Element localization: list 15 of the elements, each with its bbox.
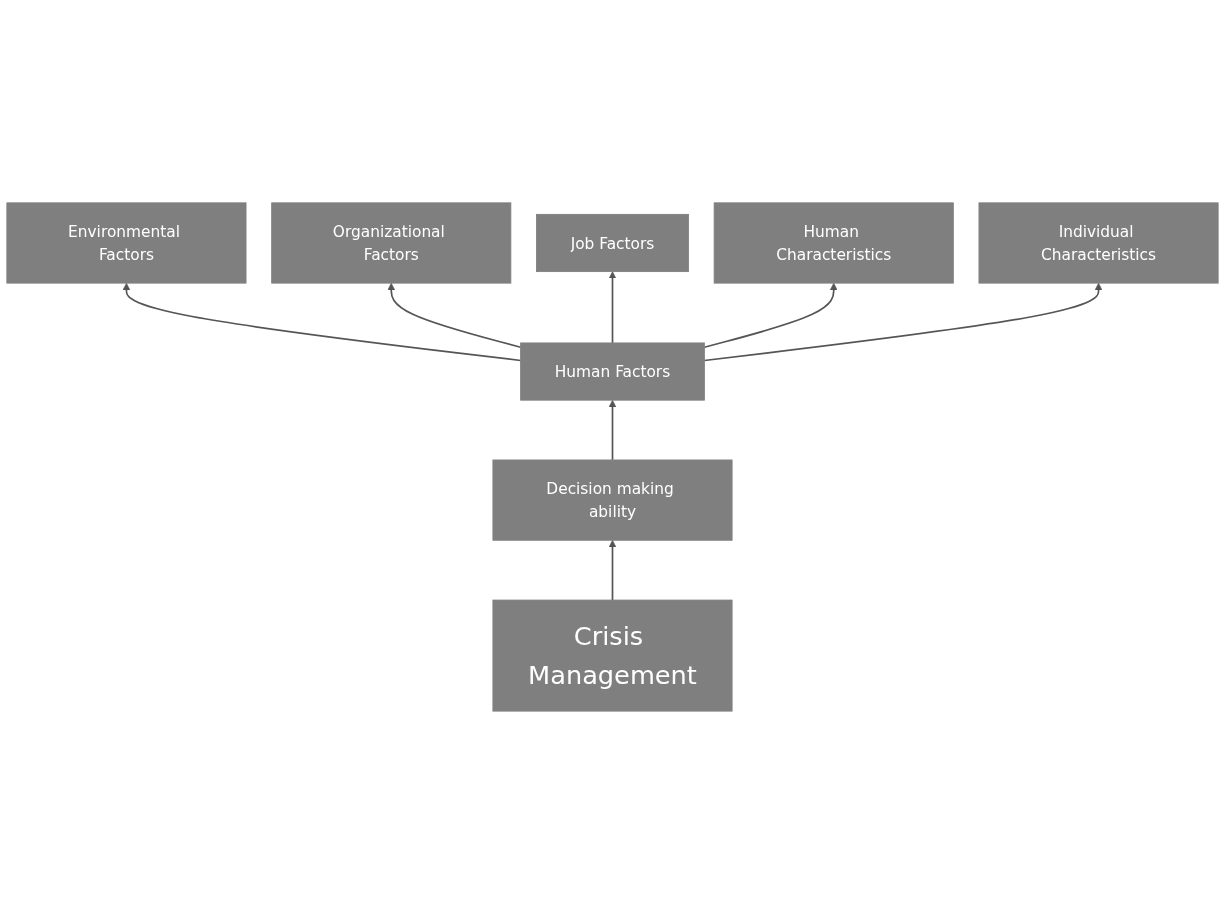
node-box: Decision making ability [492,459,733,541]
node-box: Crisis Management [492,599,733,712]
arrow [703,282,1103,361]
arrow [122,282,522,361]
node-box: Organizational Factors [271,201,512,284]
arrow [703,282,838,348]
node-box: Human Factors [520,342,705,401]
arrow [608,270,617,344]
arrow [608,399,617,461]
node-box: Individual Characteristics [978,201,1219,284]
arrow [387,282,522,348]
node-box: Human Characteristics [713,201,954,284]
node-box: Job Factors [536,213,689,272]
node-box: Environmental Factors [6,201,247,284]
arrow [608,539,617,601]
